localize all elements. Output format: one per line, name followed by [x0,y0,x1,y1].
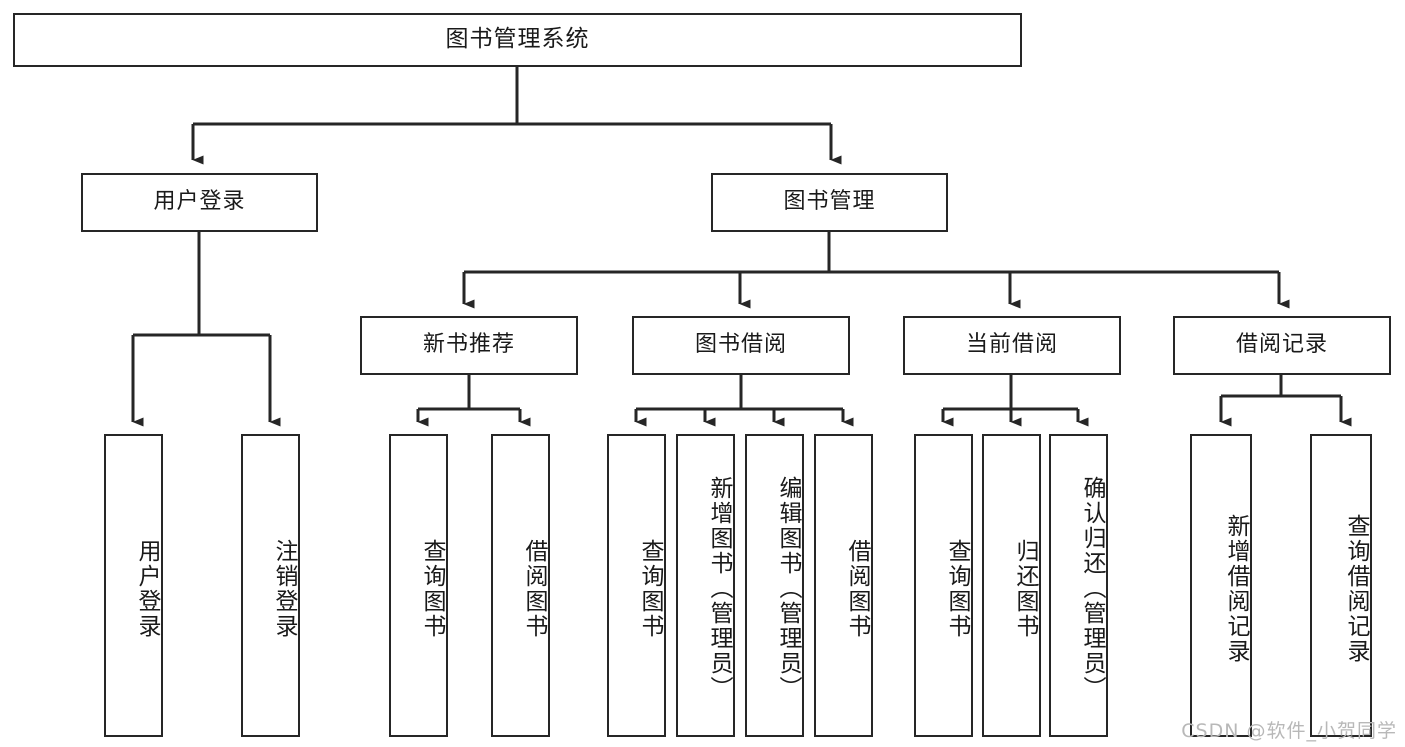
leaf-borrow-record-add-record[interactable]: 新增借阅记录 [1190,434,1252,737]
leaf-label: 用户登录 [134,538,160,639]
node-book-management[interactable]: 图书管理 [711,173,948,232]
node-root-book-management-system[interactable]: 图书管理系统 [13,13,1022,67]
leaf-label: 借阅图书 [844,538,870,639]
leaf-label: 查询图书 [944,538,970,639]
leaf-current-borrow-confirm-return-admin[interactable]: 确认归还（管理员） [1049,434,1108,737]
leaf-label: 查询借阅记录 [1343,513,1369,664]
node-current-borrow[interactable]: 当前借阅 [903,316,1121,375]
node-book-borrow[interactable]: 图书借阅 [632,316,850,375]
leaf-label: 确认归还（管理员） [1079,476,1105,701]
node-user-login[interactable]: 用户登录 [81,173,318,232]
leaf-book-borrow-borrow-book[interactable]: 借阅图书 [814,434,873,737]
leaf-book-borrow-query-book[interactable]: 查询图书 [607,434,666,737]
leaf-new-book-borrow-book[interactable]: 借阅图书 [491,434,550,737]
node-borrow-record[interactable]: 借阅记录 [1173,316,1391,375]
leaf-label: 查询图书 [419,538,445,639]
leaf-label: 新增图书（管理员） [706,476,732,701]
leaf-label: 归还图书 [1012,538,1038,639]
leaf-label: 编辑图书（管理员） [775,476,801,701]
node-new-book-recommend[interactable]: 新书推荐 [360,316,578,375]
leaf-current-borrow-query-book[interactable]: 查询图书 [914,434,973,737]
leaf-book-borrow-edit-book-admin[interactable]: 编辑图书（管理员） [745,434,804,737]
leaf-book-borrow-add-book-admin[interactable]: 新增图书（管理员） [676,434,735,737]
csdn-watermark: CSDN @软件_小贺同学 [1181,720,1397,742]
leaf-current-borrow-return-book[interactable]: 归还图书 [982,434,1041,737]
leaf-user-login-logout[interactable]: 注销登录 [241,434,300,737]
leaf-new-book-query-book[interactable]: 查询图书 [389,434,448,737]
leaf-label: 借阅图书 [521,538,547,639]
leaf-label: 注销登录 [271,538,297,639]
leaf-label: 查询图书 [637,538,663,639]
leaf-label: 新增借阅记录 [1223,513,1249,664]
leaf-user-login-login[interactable]: 用户登录 [104,434,163,737]
leaf-borrow-record-query-record[interactable]: 查询借阅记录 [1310,434,1372,737]
